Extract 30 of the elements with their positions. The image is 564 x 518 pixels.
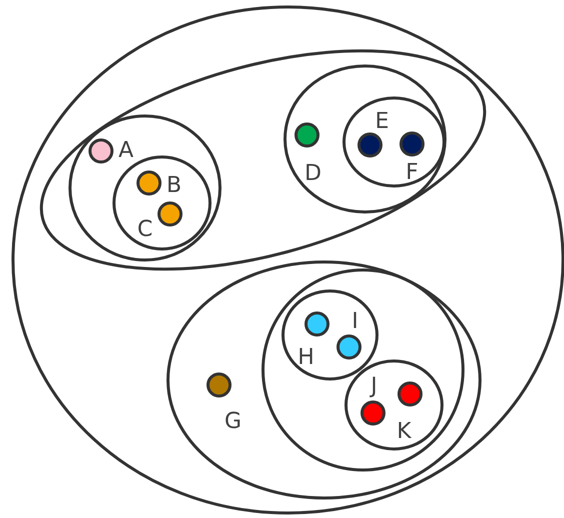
data-point (294, 122, 320, 148)
data-point (304, 311, 330, 336)
cluster-ellipse (284, 64, 446, 214)
point-label: A (118, 140, 134, 157)
data-point (400, 131, 424, 156)
data-point (88, 138, 114, 164)
data-point (158, 202, 182, 226)
cluster-ellipse (262, 268, 464, 472)
point-label: I (354, 312, 356, 328)
cluster-ellipse (166, 260, 482, 500)
cluster-ellipse (342, 96, 446, 188)
data-point (136, 170, 162, 196)
data-point (358, 132, 382, 158)
point-label: B (168, 176, 180, 192)
point-label: H (300, 348, 312, 364)
point-label: K (398, 422, 412, 438)
cluster-ellipse (112, 155, 212, 250)
cluster-ellipse (68, 114, 222, 262)
point-label: F (408, 162, 418, 179)
data-point (336, 334, 362, 360)
point-label: G (226, 412, 240, 428)
data-point (398, 381, 422, 406)
data-point (206, 372, 232, 398)
point-label: D (306, 164, 320, 180)
cluster-ellipse (344, 359, 444, 450)
point-label: C (138, 220, 152, 236)
point-label: E (377, 112, 388, 128)
data-point (360, 400, 386, 426)
cluster-ellipse (12, 5, 564, 514)
point-label: J (370, 376, 376, 398)
